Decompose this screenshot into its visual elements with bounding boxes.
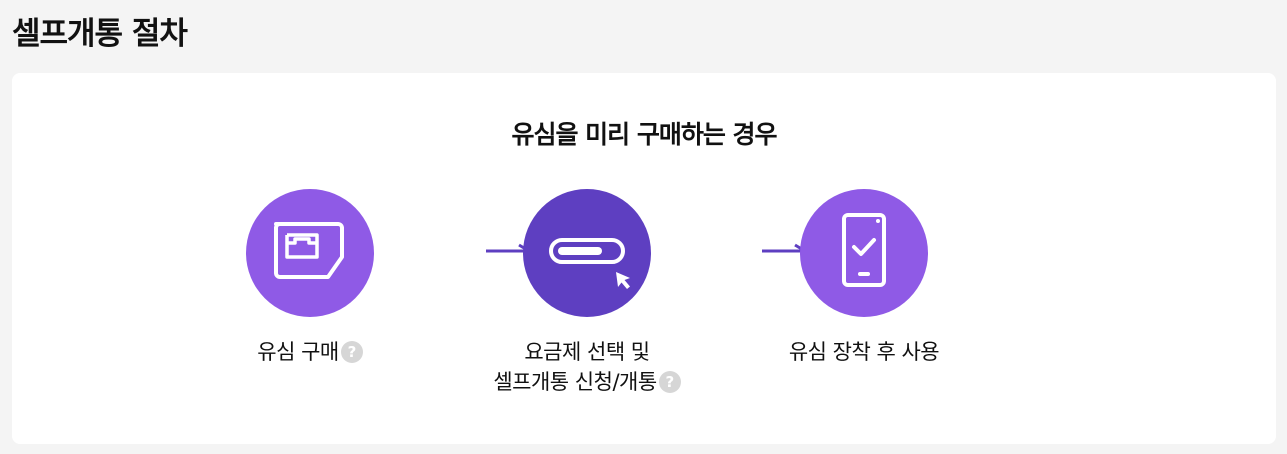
step-install-usim: 유심 장착 후 사용 bbox=[744, 189, 984, 367]
toggle-cursor-icon bbox=[549, 238, 630, 289]
step-2-label-line-1: 요금제 선택 및 bbox=[524, 340, 650, 364]
page-title: 셀프개통 절차 bbox=[12, 16, 188, 52]
step-3-label-text: 유심 장착 후 사용 bbox=[788, 340, 940, 364]
step-2-label: 요금제 선택 및 셀프개통 신청/개통? bbox=[467, 337, 707, 397]
step-3-label: 유심 장착 후 사용 bbox=[744, 337, 984, 367]
sim-card-icon bbox=[274, 222, 344, 279]
step-select-plan: 요금제 선택 및 셀프개통 신청/개통? bbox=[467, 189, 707, 397]
step-2-circle bbox=[523, 189, 651, 317]
phone-check-icon bbox=[842, 213, 886, 287]
help-icon[interactable]: ? bbox=[658, 371, 681, 393]
step-2-label-line-2: 셀프개통 신청/개통 bbox=[493, 370, 657, 394]
procedure-card: 유심을 미리 구매하는 경우 유심 구매? 요금제 선택 및 셀프개통 신 bbox=[12, 73, 1276, 444]
step-1-label-text: 유심 구매 bbox=[257, 340, 339, 364]
step-3-circle bbox=[800, 189, 928, 317]
section-title: 유심을 미리 구매하는 경우 bbox=[511, 120, 777, 149]
step-1-circle bbox=[246, 189, 374, 317]
step-buy-usim: 유심 구매? bbox=[190, 189, 430, 367]
help-icon[interactable]: ? bbox=[340, 341, 363, 363]
step-1-label: 유심 구매? bbox=[190, 337, 430, 367]
